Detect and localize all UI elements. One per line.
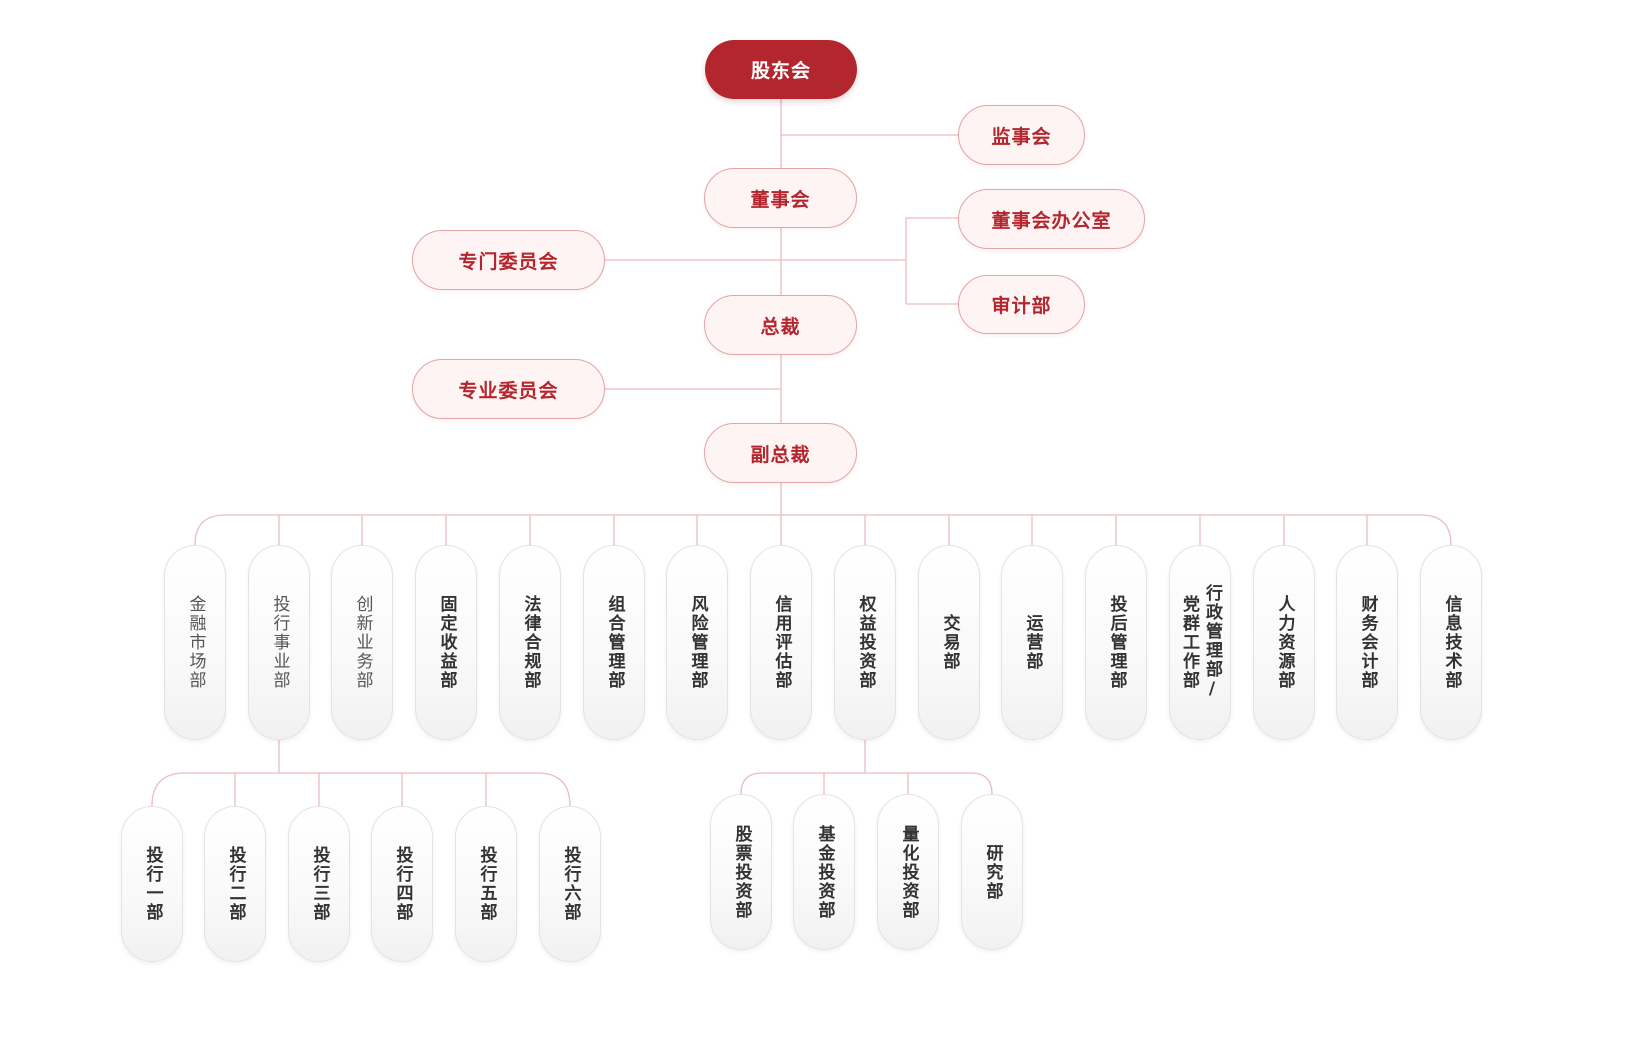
node-board-office: 董事会办公室 (958, 189, 1145, 249)
subdepartment-label: 投行三部 (309, 846, 330, 922)
node-professional-committees: 专业委员会 (412, 359, 605, 419)
department-label: 财务会计部 (1357, 595, 1378, 690)
department-node: 运营部 (1001, 545, 1063, 740)
node-label: 董事会 (750, 188, 811, 211)
node-label: 副总裁 (750, 443, 811, 466)
department-label: 金融市场部 (185, 595, 206, 690)
node-label: 股东会 (750, 60, 811, 82)
node-board-of-supervisors: 监事会 (958, 105, 1085, 165)
subdepartment-label: 投行一部 (142, 846, 163, 922)
node-label: 专门委员会 (458, 250, 559, 273)
subdepartment-label: 投行二部 (225, 846, 246, 922)
department-node: 行政管理部/ 党群工作部 (1169, 545, 1231, 740)
node-label: 监事会 (991, 125, 1052, 148)
department-node: 投行事业部 (248, 545, 310, 740)
subdepartment-label: 研究部 (982, 843, 1003, 901)
subdepartment-label: 投行五部 (476, 846, 497, 922)
department-label: 交易部 (939, 614, 960, 671)
node-board-of-directors: 董事会 (704, 168, 857, 228)
department-node: 投后管理部 (1085, 545, 1147, 740)
department-node: 交易部 (918, 545, 980, 740)
department-node: 创新业务部 (331, 545, 393, 740)
department-label: 组合管理部 (604, 595, 625, 690)
connector-ib-bus (151, 772, 571, 807)
department-label: 人力资源部 (1274, 595, 1295, 690)
department-node: 信息技术部 (1420, 545, 1482, 740)
ib-subdepartment-node: 投行二部 (204, 806, 266, 962)
department-label: 投后管理部 (1106, 595, 1127, 690)
node-audit-department: 审计部 (958, 275, 1085, 334)
department-node: 权益投资部 (834, 545, 896, 740)
department-label: 权益投资部 (855, 595, 876, 690)
subdepartment-label: 量化投资部 (898, 824, 919, 920)
department-node: 财务会计部 (1336, 545, 1398, 740)
department-node: 信用评估部 (750, 545, 812, 740)
equity-subdepartment-node: 研究部 (961, 794, 1023, 950)
department-label: 创新业务部 (352, 595, 373, 690)
department-node: 人力资源部 (1253, 545, 1315, 740)
department-node: 风险管理部 (666, 545, 728, 740)
department-node: 金融市场部 (164, 545, 226, 740)
subdepartment-label: 基金投资部 (814, 824, 835, 920)
node-label: 总裁 (760, 315, 801, 338)
node-vice-president: 副总裁 (704, 423, 857, 483)
subdepartment-label: 投行四部 (392, 846, 413, 922)
department-label: 信息技术部 (1441, 595, 1462, 690)
department-label: 运营部 (1022, 614, 1043, 671)
node-label: 专业委员会 (458, 379, 559, 402)
department-node: 固定收益部 (415, 545, 477, 740)
department-label: 行政管理部/ 党群工作部 (1179, 584, 1222, 701)
department-label: 法律合规部 (520, 595, 541, 690)
node-label: 审计部 (991, 295, 1052, 317)
ib-subdepartment-node: 投行六部 (539, 806, 601, 962)
node-shareholders-meeting: 股东会 (705, 40, 857, 99)
node-label: 董事会办公室 (991, 209, 1112, 232)
connector-equity-bus (740, 772, 993, 795)
equity-subdepartment-node: 基金投资部 (793, 794, 855, 950)
node-special-committees: 专门委员会 (412, 230, 605, 290)
ib-subdepartment-node: 投行四部 (371, 806, 433, 962)
equity-subdepartment-node: 量化投资部 (877, 794, 939, 950)
department-node: 法律合规部 (499, 545, 561, 740)
node-president: 总裁 (704, 295, 857, 355)
subdepartment-label: 股票投资部 (731, 824, 752, 920)
equity-subdepartment-node: 股票投资部 (710, 794, 772, 950)
ib-subdepartment-node: 投行五部 (455, 806, 517, 962)
department-label: 风险管理部 (687, 595, 708, 690)
department-label: 固定收益部 (436, 595, 457, 690)
department-label: 投行事业部 (269, 595, 290, 690)
department-label: 信用评估部 (771, 595, 792, 690)
connector-department-bus (194, 514, 1452, 546)
ib-subdepartment-node: 投行一部 (121, 806, 183, 962)
department-node: 组合管理部 (583, 545, 645, 740)
subdepartment-label: 投行六部 (560, 846, 581, 922)
ib-subdepartment-node: 投行三部 (288, 806, 350, 962)
